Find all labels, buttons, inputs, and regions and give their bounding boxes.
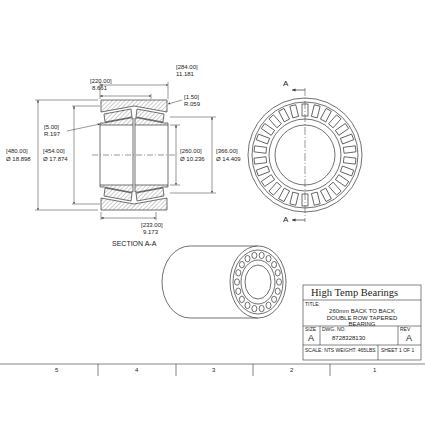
drawing-title: 260mm BACK TO BACK DOUBLE ROW TAPERED BE…: [317, 308, 407, 328]
section-marker: A: [283, 216, 288, 225]
zone-number: 3: [212, 367, 215, 374]
roller: [279, 188, 290, 201]
roller: [340, 134, 353, 144]
roller: [279, 108, 290, 121]
roller: [266, 255, 271, 261]
roller: [329, 115, 341, 128]
field-value: A: [406, 334, 412, 344]
roller: [290, 192, 299, 205]
roller: [254, 146, 267, 153]
roller: [259, 252, 264, 258]
roller: [252, 305, 257, 311]
dimension: [366.00]: [216, 148, 238, 155]
dimension: 11.181: [176, 71, 194, 78]
field-label: SCALE: NTS WEIGHT: 465LBS: [305, 348, 376, 354]
roller: [256, 166, 269, 176]
dimension: 9.173: [143, 229, 158, 236]
dimension: [454.00]: [43, 148, 65, 155]
roller: [277, 279, 282, 285]
dimension: Ø 10.236: [180, 156, 205, 163]
roller: [236, 288, 241, 294]
section-marker: A: [283, 80, 288, 89]
roller: [320, 188, 331, 201]
roller: [275, 270, 280, 276]
roller: [335, 124, 348, 136]
zone-number: 5: [55, 367, 58, 374]
dimension: R.197: [44, 131, 60, 138]
company-name: High Temp Bearings: [311, 287, 398, 299]
dimension: [1.50]: [184, 94, 199, 101]
roller: [302, 104, 308, 116]
field-label: SIZE: [305, 327, 316, 333]
dimension: [5.00]: [44, 124, 59, 131]
field-value: 8728328130: [332, 335, 365, 342]
roller: [311, 105, 320, 118]
roller: [302, 194, 308, 206]
roller: [254, 157, 267, 164]
sheet-border: [0, 364, 425, 376]
roller: [261, 175, 274, 187]
roller: [236, 270, 241, 276]
roller: [311, 192, 320, 205]
field-value: A: [308, 334, 314, 344]
field-label: DWG. NO.: [322, 327, 346, 333]
roller: [239, 296, 244, 302]
title-block: [303, 285, 421, 360]
roller: [256, 134, 269, 144]
roller: [272, 296, 277, 302]
roller: [290, 105, 299, 118]
roller: [343, 146, 356, 153]
roller: [340, 166, 353, 176]
dimension: Ø 14.409: [216, 156, 241, 163]
section-view: [92, 100, 176, 210]
field-label: REV: [400, 327, 410, 333]
view-title: SECTION A-A: [112, 240, 156, 248]
field-label: SHEET 1 OF 1: [381, 348, 414, 354]
roller: [275, 288, 280, 294]
roller: [329, 182, 341, 195]
zone-number: 4: [135, 367, 138, 374]
dimension: [480.00]: [6, 148, 28, 155]
roller: [261, 124, 274, 136]
dimension-lines: [35, 82, 216, 220]
dimension: [260.00]: [180, 148, 202, 155]
dimension: [284.00]: [176, 64, 198, 71]
roller: [259, 305, 264, 311]
iso-view: [162, 246, 286, 318]
roller: [252, 252, 257, 258]
roller: [239, 261, 244, 267]
zone-number: 1: [373, 367, 376, 374]
dimension: 8.661: [92, 85, 107, 92]
roller: [235, 279, 240, 285]
dimension: Ø 17.874: [43, 156, 68, 163]
zone-number: 2: [290, 367, 293, 374]
roller: [272, 261, 277, 267]
roller: [266, 302, 271, 308]
field-label: TITLE:: [305, 302, 320, 308]
roller: [245, 255, 250, 261]
dimension: [233.00]: [141, 222, 163, 229]
roller: [245, 302, 250, 308]
roller: [335, 175, 348, 187]
roller: [343, 157, 356, 164]
roller: [320, 108, 331, 121]
roller: [269, 182, 281, 195]
roller: [269, 115, 281, 128]
end-view: [248, 88, 362, 222]
dimension: R.059: [184, 101, 200, 108]
dimension: Ø 18.898: [6, 156, 31, 163]
dimension: [220.00]: [90, 78, 112, 85]
